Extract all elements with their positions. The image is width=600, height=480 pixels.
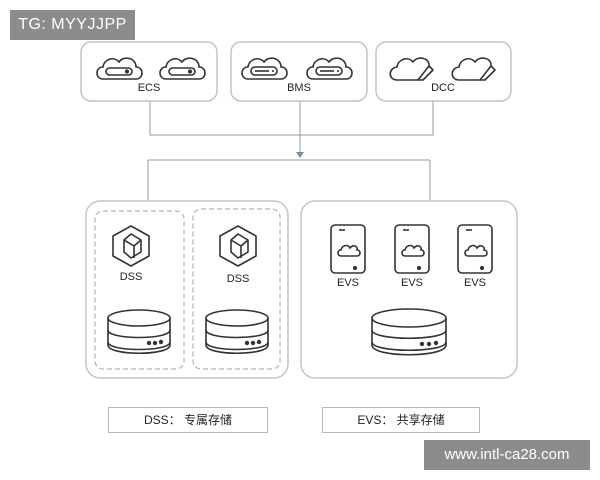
connector-lines — [147, 101, 434, 200]
dss-pool-box — [85, 200, 289, 379]
evs-storage-stack-icon — [371, 308, 447, 356]
evs-pool-box — [300, 200, 518, 379]
ecs-cloud-icon-1 — [96, 57, 143, 80]
dss-node-label-2: DSS — [226, 273, 250, 285]
down-arrow-icon — [296, 152, 304, 158]
evs-node-label-2: EVS — [400, 277, 423, 289]
dcc-cloud-icon-1 — [389, 57, 434, 81]
dss-node-label-1: DSS — [119, 271, 143, 283]
dss-legend: DSS： 专属存储 — [108, 407, 268, 433]
dss-storage-stack-icon-1 — [107, 309, 171, 355]
bms-label: BMS — [287, 82, 311, 94]
dss-node-dashed-box-2 — [192, 208, 281, 370]
dss-cube-icon-1 — [112, 225, 150, 267]
evs-legend: EVS： 共享存储 — [322, 407, 480, 433]
ecs-group-box — [80, 41, 218, 102]
dss-storage-stack-icon-2 — [205, 309, 269, 355]
evs-node-label-1: EVS — [336, 277, 359, 289]
dss-cube-icon-2 — [219, 225, 257, 267]
bms-group-box — [230, 41, 368, 102]
ecs-cloud-icon-2 — [159, 57, 206, 80]
dcc-cloud-icon-2 — [451, 57, 496, 81]
evs-disk-icon-1 — [330, 224, 366, 274]
ecs-label: ECS — [137, 82, 161, 94]
dcc-group-box — [375, 41, 512, 102]
website-watermark: www.intl-ca28.com — [424, 440, 590, 470]
top-join-line — [149, 101, 434, 136]
evs-disk-icon-2 — [394, 224, 430, 274]
evs-node-label-3: EVS — [463, 277, 486, 289]
dcc-label: DCC — [431, 82, 455, 94]
tg-handle-overlay: TG: MYYJJPP — [10, 10, 135, 40]
bms-cloud-icon-1 — [241, 57, 288, 80]
bms-cloud-icon-2 — [306, 57, 353, 80]
evs-disk-icon-3 — [457, 224, 493, 274]
dss-node-dashed-box-1 — [94, 210, 185, 370]
